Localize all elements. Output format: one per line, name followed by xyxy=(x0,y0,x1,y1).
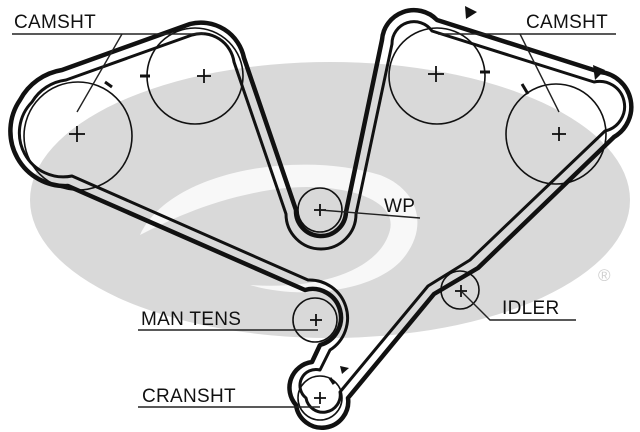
camshaft-pulley-left-outer xyxy=(23,81,133,191)
pulleys xyxy=(23,27,607,421)
timing-mark-icon xyxy=(104,80,113,89)
leader-camshaft-right-outer xyxy=(519,33,560,113)
camshaft-pulley-right-outer xyxy=(505,83,607,185)
timing-belt xyxy=(8,7,634,430)
water-pump-pulley xyxy=(297,187,343,233)
plus-icon xyxy=(314,392,326,404)
plus-icon xyxy=(428,66,444,82)
watermark-swoosh xyxy=(140,164,418,293)
rotation-arrow-icon xyxy=(340,366,349,374)
label-camshaft-left: CAMSHT xyxy=(14,12,96,33)
plus-icon xyxy=(197,69,211,83)
rotation-arrow-icon xyxy=(593,65,605,80)
labels: CAMSHT CAMSHT WP MAN TENS IDLER CRANSHT xyxy=(14,12,608,407)
plus-icon xyxy=(69,126,85,142)
leader-camshaft-left-outer xyxy=(76,33,123,113)
registered-mark: ® xyxy=(598,266,611,285)
rotation-arrow-icon xyxy=(465,6,477,19)
label-idler: IDLER xyxy=(502,298,559,319)
plus-icon xyxy=(552,127,566,141)
label-water-pump: WP xyxy=(384,196,415,217)
timing-mark-icon xyxy=(328,377,336,385)
label-crankshaft: CRANSHT xyxy=(142,386,236,407)
manual-tensioner-pulley xyxy=(292,297,338,343)
crankshaft-pulley xyxy=(297,375,343,421)
camshaft-pulley-right-inner xyxy=(388,27,486,125)
leader-water-pump xyxy=(319,209,421,219)
belt-inner-edge xyxy=(17,20,627,414)
label-manual-tensioner: MAN TENS xyxy=(141,309,241,330)
label-camshaft-right: CAMSHT xyxy=(526,12,608,33)
leader-lines xyxy=(12,33,616,408)
belt-outer-edge xyxy=(8,7,634,430)
rotation-arrows xyxy=(340,6,605,374)
timing-mark-icon xyxy=(520,83,530,95)
leader-idler xyxy=(460,290,576,321)
plus-icon xyxy=(310,314,322,326)
idler-pulley xyxy=(440,270,480,310)
timing-marks xyxy=(104,70,530,385)
